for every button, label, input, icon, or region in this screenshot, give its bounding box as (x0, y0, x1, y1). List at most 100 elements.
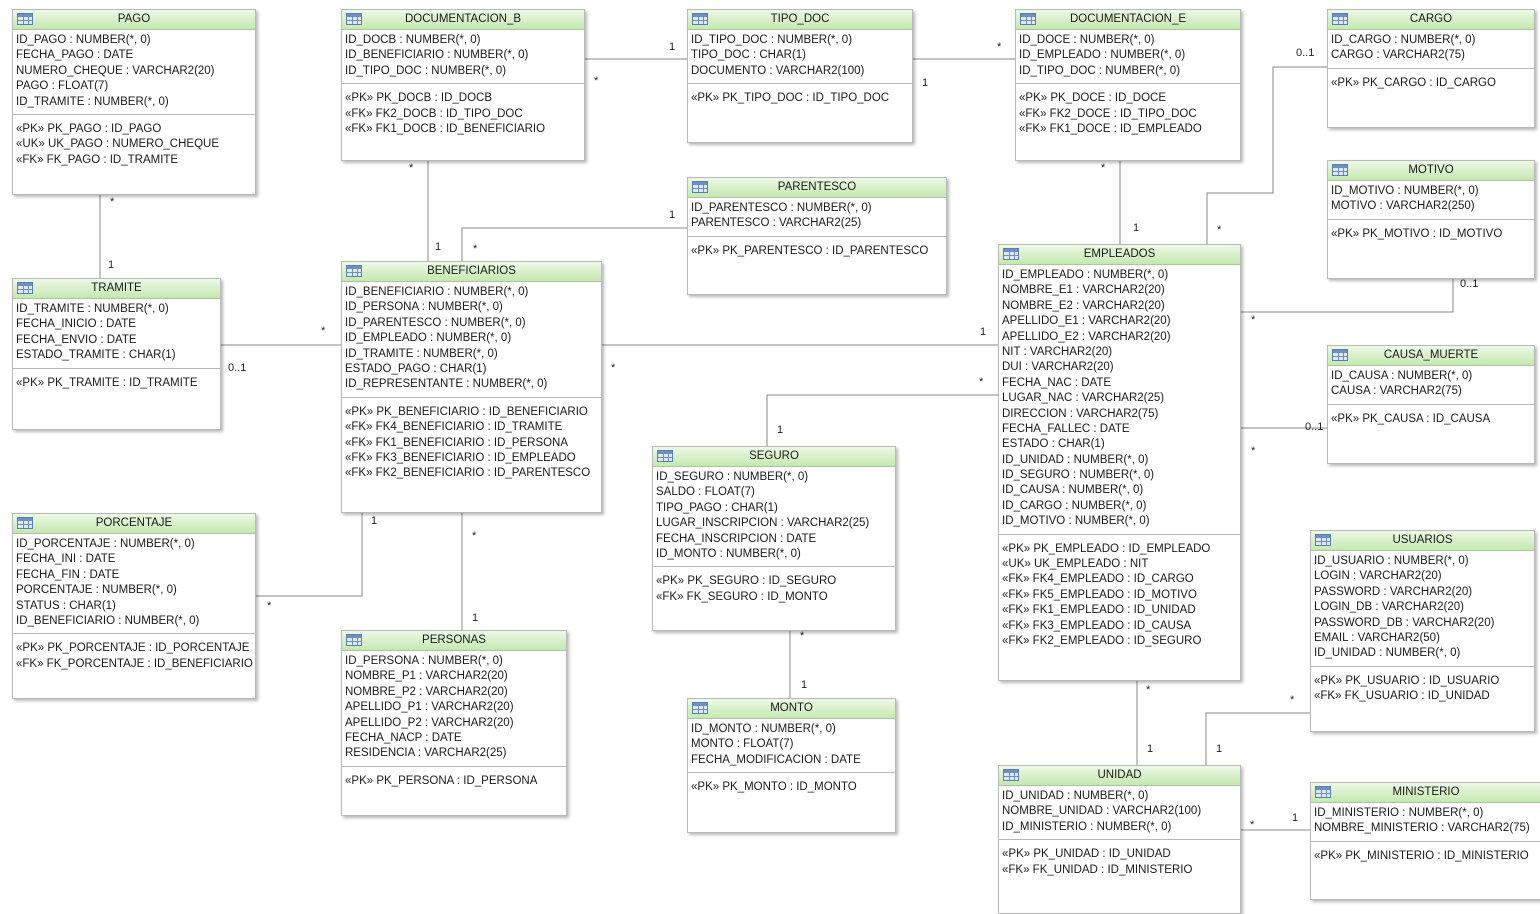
column-row[interactable]: TIPO_PAGO : CHAR(1) (656, 501, 778, 514)
column-row[interactable]: LUGAR_NAC : VARCHAR2(25) (1002, 392, 1165, 405)
entity-header[interactable]: MONTO (688, 699, 895, 719)
column-row[interactable]: NOMBRE_E1 : VARCHAR2(20) (1002, 284, 1165, 297)
column-row[interactable]: PORCENTAJE : NUMBER(*, 0) (16, 584, 177, 597)
column-row[interactable]: ID_MINISTERIO : NUMBER(*, 0) (1002, 820, 1172, 833)
column-row[interactable]: ID_EMPLEADO : NUMBER(*, 0) (1002, 269, 1169, 281)
column-row[interactable]: ID_TIPO_DOC : NUMBER(*, 0) (691, 34, 853, 46)
column-row[interactable]: ID_BENEFICIARIO : NUMBER(*, 0) (345, 49, 529, 62)
entity-header[interactable]: MINISTERIO (1311, 783, 1540, 803)
constraint-row[interactable]: «PK» PK_UNIDAD : ID_UNIDAD (1002, 848, 1171, 861)
column-row[interactable]: FECHA_NAC : DATE (1002, 376, 1112, 389)
column-row[interactable]: ID_PARENTESCO : NUMBER(*, 0) (345, 316, 526, 329)
column-row[interactable]: ID_TRAMITE : NUMBER(*, 0) (16, 95, 169, 108)
column-row[interactable]: ID_TIPO_DOC : NUMBER(*, 0) (345, 64, 507, 77)
column-row[interactable]: NOMBRE_E2 : VARCHAR2(20) (1002, 299, 1165, 312)
column-row[interactable]: NOMBRE_P1 : VARCHAR2(20) (345, 670, 508, 683)
column-row[interactable]: DUI : VARCHAR2(20) (1002, 361, 1114, 374)
entity-header[interactable]: PARENTESCO (688, 178, 946, 198)
constraint-row[interactable]: «FK» FK1_EMPLEADO : ID_UNIDAD (1002, 604, 1196, 617)
column-row[interactable]: ID_BENEFICIARIO : NUMBER(*, 0) (16, 614, 200, 627)
entity-header[interactable]: BENEFICIARIOS (342, 262, 601, 282)
column-row[interactable]: ID_UNIDAD : NUMBER(*, 0) (1002, 453, 1149, 466)
constraint-row[interactable]: «FK» FK3_BENEFICIARIO : ID_EMPLEADO (345, 451, 576, 464)
column-row[interactable]: SALDO : FLOAT(7) (656, 486, 755, 499)
column-row[interactable]: ID_UNIDAD : NUMBER(*, 0) (1314, 647, 1461, 660)
column-row[interactable]: ID_CAUSA : NUMBER(*, 0) (1002, 484, 1144, 497)
column-row[interactable]: ESTADO_PAGO : CHAR(1) (345, 362, 487, 375)
column-row[interactable]: RESIDENCIA : VARCHAR2(25) (345, 747, 507, 760)
entity-usuarios[interactable]: USUARIOS ID_USUARIO : NUMBER(*, 0) LOGIN :… (1310, 530, 1535, 732)
column-row[interactable]: ESTADO_TRAMITE : CHAR(1) (16, 349, 176, 362)
constraint-row[interactable]: «PK» PK_PAGO : ID_PAGO (16, 122, 162, 135)
constraint-row[interactable]: «PK» PK_MONTO : ID_MONTO (691, 781, 857, 794)
column-row[interactable]: ESTADO : CHAR(1) (1002, 438, 1105, 451)
constraint-row[interactable]: «PK» PK_SEGURO : ID_SEGURO (656, 575, 837, 588)
column-row[interactable]: ID_MOTIVO : NUMBER(*, 0) (1331, 185, 1479, 197)
column-row[interactable]: LUGAR_INSCRIPCION : VARCHAR2(25) (656, 517, 870, 530)
column-row[interactable]: APELLIDO_E1 : VARCHAR2(20) (1002, 315, 1171, 328)
column-row[interactable]: ID_PAGO : NUMBER(*, 0) (16, 34, 151, 46)
column-row[interactable]: FECHA_ENVIO : DATE (16, 333, 137, 346)
column-row[interactable]: ID_TRAMITE : NUMBER(*, 0) (16, 303, 169, 315)
entity-header[interactable]: PERSONAS (342, 631, 566, 651)
column-row[interactable]: EMAIL : VARCHAR2(50) (1314, 631, 1440, 644)
constraint-row[interactable]: «PK» PK_CAUSA : ID_CAUSA (1331, 412, 1491, 425)
entity-header[interactable]: CARGO (1328, 10, 1534, 30)
constraint-row[interactable]: «FK» FK3_EMPLEADO : ID_CAUSA (1002, 619, 1192, 632)
column-row[interactable]: FECHA_NACP : DATE (345, 731, 462, 744)
entity-header[interactable]: USUARIOS (1311, 531, 1534, 551)
constraint-row[interactable]: «FK» FK2_DOCB : ID_TIPO_DOC (345, 107, 523, 120)
column-row[interactable]: NUMERO_CHEQUE : VARCHAR2(20) (16, 64, 215, 77)
column-row[interactable]: ID_DOCE : NUMBER(*, 0) (1019, 34, 1155, 46)
column-row[interactable]: LOGIN : VARCHAR2(20) (1314, 570, 1442, 583)
column-row[interactable]: FECHA_INI : DATE (16, 553, 116, 566)
column-row[interactable]: ID_CARGO : NUMBER(*, 0) (1002, 499, 1147, 512)
entity-personas[interactable]: PERSONAS ID_PERSONA : NUMBER(*, 0) NOMBRE_… (341, 630, 567, 816)
constraint-row[interactable]: «FK» FK2_EMPLEADO : ID_SEGURO (1002, 634, 1202, 647)
column-row[interactable]: ID_CAUSA : NUMBER(*, 0) (1331, 370, 1473, 382)
column-row[interactable]: ID_SEGURO : NUMBER(*, 0) (656, 471, 809, 483)
column-row[interactable]: LOGIN_DB : VARCHAR2(20) (1314, 601, 1464, 614)
column-row[interactable]: ID_USUARIO : NUMBER(*, 0) (1314, 555, 1469, 567)
column-row[interactable]: DOCUMENTO : VARCHAR2(100) (691, 64, 865, 77)
column-row[interactable]: ID_PARENTESCO : NUMBER(*, 0) (691, 202, 872, 214)
column-row[interactable]: ID_PERSONA : NUMBER(*, 0) (345, 301, 503, 314)
entity-header[interactable]: EMPLEADOS (999, 245, 1240, 265)
constraint-row[interactable]: «FK» FK1_DOCE : ID_EMPLEADO (1019, 122, 1202, 135)
entity-header[interactable]: PORCENTAJE (13, 514, 255, 534)
column-row[interactable]: FECHA_PAGO : DATE (16, 49, 134, 62)
column-row[interactable]: ID_EMPLEADO : NUMBER(*, 0) (1019, 49, 1186, 62)
column-row[interactable]: ID_MONTO : NUMBER(*, 0) (691, 723, 836, 735)
column-row[interactable]: NOMBRE_P2 : VARCHAR2(20) (345, 685, 508, 698)
column-row[interactable]: ID_BENEFICIARIO : NUMBER(*, 0) (345, 286, 529, 298)
column-row[interactable]: MONTO : FLOAT(7) (691, 738, 794, 751)
entity-header[interactable]: MOTIVO (1328, 161, 1534, 181)
entity-beneficiarios[interactable]: BENEFICIARIOS ID_BENEFICIARIO : NUMBER(*,… (341, 261, 602, 513)
constraint-row[interactable]: «UK» UK_PAGO : NUMERO_CHEQUE (16, 138, 220, 151)
constraint-row[interactable]: «PK» PK_BENEFICIARIO : ID_BENEFICIARIO (345, 405, 588, 418)
column-row[interactable]: APELLIDO_P1 : VARCHAR2(20) (345, 701, 514, 714)
column-row[interactable]: NIT : VARCHAR2(20) (1002, 345, 1113, 358)
column-row[interactable]: DIRECCION : VARCHAR2(75) (1002, 407, 1159, 420)
constraint-row[interactable]: «FK» FK5_EMPLEADO : ID_MOTIVO (1002, 588, 1197, 601)
entity-header[interactable]: TIPO_DOC (688, 10, 912, 30)
constraint-row[interactable]: «PK» PK_MOTIVO : ID_MOTIVO (1331, 227, 1503, 240)
entity-empleados[interactable]: EMPLEADOS ID_EMPLEADO : NUMBER(*, 0) NOMBR… (998, 244, 1241, 681)
column-row[interactable]: ID_REPRESENTANTE : NUMBER(*, 0) (345, 378, 548, 391)
constraint-row[interactable]: «PK» PK_PERSONA : ID_PERSONA (345, 774, 538, 787)
column-row[interactable]: ID_PERSONA : NUMBER(*, 0) (345, 655, 503, 667)
constraint-row[interactable]: «FK» FK_USUARIO : ID_UNIDAD (1314, 690, 1490, 703)
constraint-row[interactable]: «FK» FK_SEGURO : ID_MONTO (656, 590, 828, 603)
column-row[interactable]: ID_UNIDAD : NUMBER(*, 0) (1002, 790, 1149, 802)
column-row[interactable]: ID_CARGO : NUMBER(*, 0) (1331, 34, 1476, 46)
